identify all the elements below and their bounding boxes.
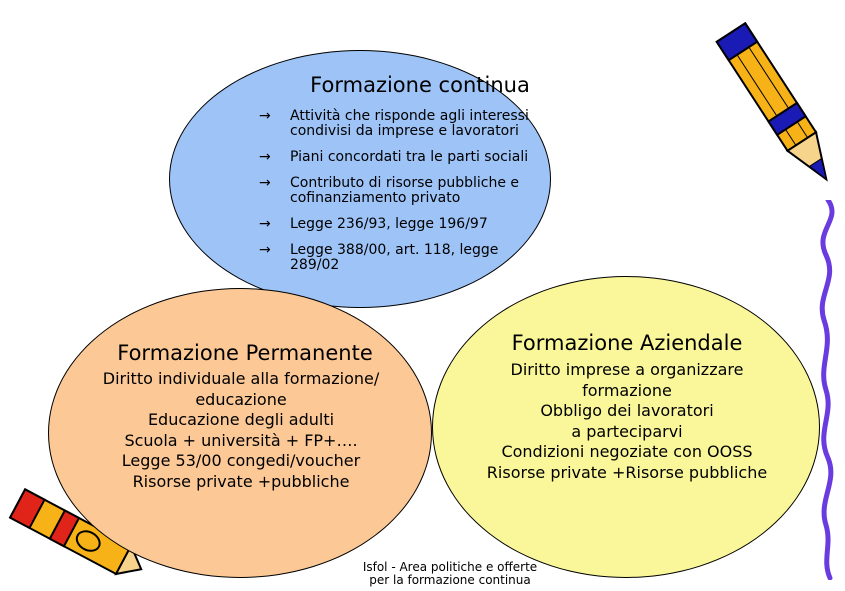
- formazione-continua-ellipse: [169, 50, 551, 308]
- footer-caption: Isfol - Area politiche e offerte per la …: [300, 561, 600, 587]
- formazione-aziendale-text: Diritto imprese a organizzare formazione…: [442, 360, 812, 483]
- arrow-right-icon: →: [259, 108, 271, 124]
- list-item: →Piani concordati tra le parti sociali: [259, 149, 529, 165]
- arrow-right-icon: →: [259, 175, 271, 191]
- text-line: a parteciparvi: [571, 421, 683, 441]
- text-line: Scuola + università + FP+….: [124, 430, 358, 450]
- scribble-line: [819, 200, 835, 580]
- formazione-permanente-text: Diritto individuale alla formazione/ edu…: [56, 369, 426, 492]
- arrow-right-icon: →: [259, 149, 271, 165]
- text-line: Risorse private +Risorse pubbliche: [486, 462, 768, 482]
- formazione-continua-list: →Attività che risponde agli interessi co…: [259, 109, 549, 284]
- list-item: →Legge 388/00, art. 118, legge 289/02: [259, 242, 499, 273]
- text-line: Diritto individuale alla formazione/: [102, 369, 380, 388]
- formazione-aziendale-title: Formazione Aziendale: [511, 331, 743, 355]
- footer-line-1: Isfol - Area politiche e offerte: [362, 560, 538, 574]
- arrow-right-icon: →: [259, 242, 271, 258]
- text-line: formazione: [582, 380, 672, 400]
- list-item: →Legge 236/93, legge 196/97: [259, 216, 488, 232]
- list-item: →Attività che risponde agli interessi co…: [259, 108, 529, 139]
- text-line: Obbligo dei lavoratori: [540, 401, 714, 420]
- text-line: educazione: [195, 389, 287, 409]
- text-line: Condizioni negoziate con OOSS: [501, 442, 753, 461]
- pencil-icon: [8, 488, 143, 576]
- footer-line-2: per la formazione continua: [369, 573, 531, 587]
- arrow-right-icon: →: [259, 216, 271, 232]
- text-line: Legge 53/00 congedi/voucher: [121, 451, 361, 470]
- formazione-permanente-ellipse: [48, 288, 432, 578]
- list-item: →Contributo di risorse pubbliche e cofin…: [259, 175, 520, 206]
- formazione-continua-title: Formazione continua: [310, 73, 530, 97]
- text-line: Educazione degli adulti: [147, 410, 335, 429]
- pencil-icon: [715, 21, 828, 182]
- text-line: Risorse private +pubbliche: [132, 471, 350, 491]
- text-line: Diritto imprese a organizzare: [510, 360, 744, 379]
- formazione-aziendale-ellipse: [432, 276, 820, 578]
- formazione-permanente-title: Formazione Permanente: [117, 341, 373, 365]
